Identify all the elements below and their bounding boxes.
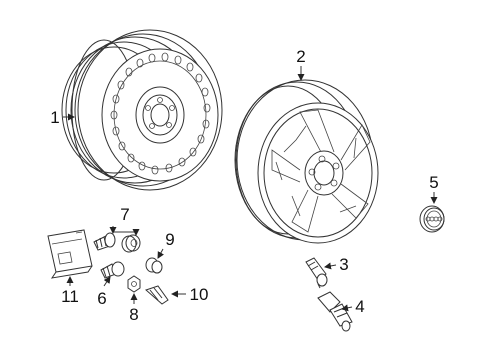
alloy-wheel [234,79,379,244]
callout-5: 5 [429,173,438,192]
callout-labels: 1 2 3 4 5 6 7 8 9 10 11 [50,47,438,324]
bolt-cap [145,257,163,274]
callout-11: 11 [61,287,79,306]
lock-bolt-set [93,232,141,253]
leader-lines [63,66,438,312]
puller-clip [145,285,169,305]
tpms-sensor [317,291,353,332]
callout-2: 2 [296,47,305,66]
steel-wheel [61,29,223,191]
vent-holes [110,52,211,175]
lock-code-card [47,229,93,279]
tpms-valve-stem [305,257,328,289]
callout-8: 8 [129,305,138,324]
callout-4: 4 [355,297,364,316]
wheel-spokes [271,109,371,233]
lock-adapter [127,275,141,293]
center-cap [419,205,445,233]
callout-1: 1 [50,108,59,127]
callout-6: 6 [97,289,106,308]
callout-9: 9 [165,230,174,249]
callout-7: 7 [120,205,129,224]
callout-3: 3 [339,255,348,274]
callout-10: 10 [190,285,209,304]
wheel-bolt [100,261,125,279]
lug-holes [145,97,175,129]
